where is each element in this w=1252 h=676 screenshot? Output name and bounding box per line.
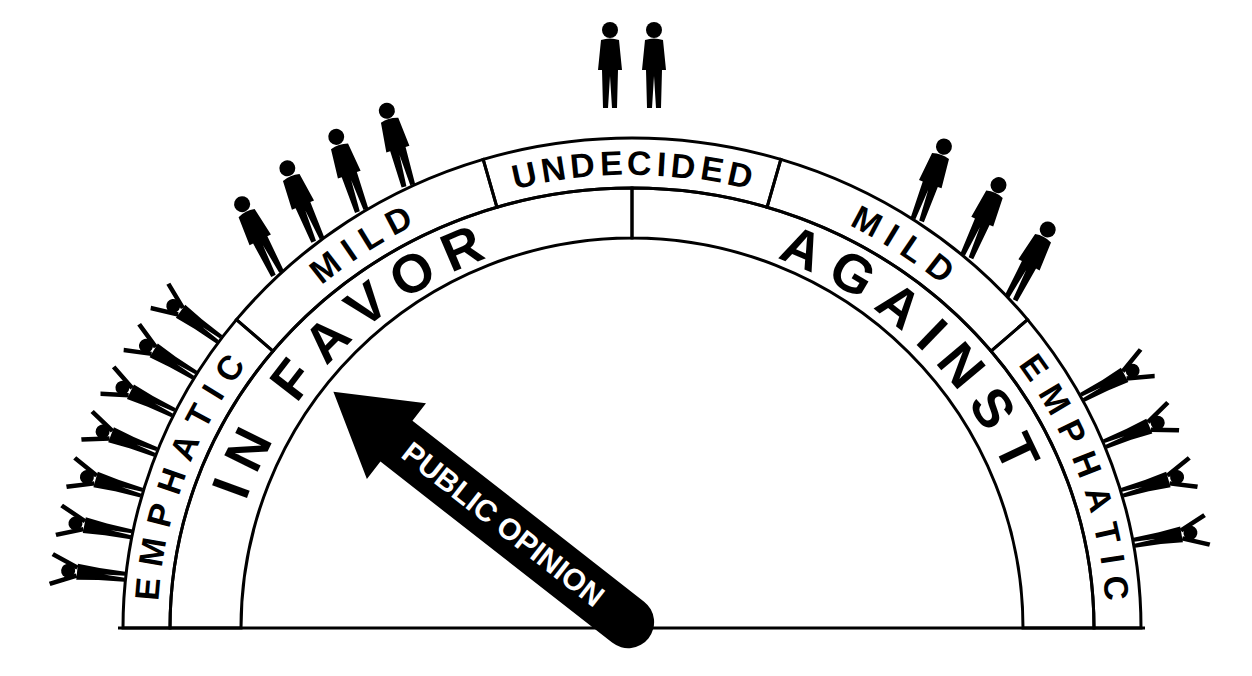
letter: V	[335, 271, 397, 336]
letter: N	[538, 150, 568, 187]
letter: C	[208, 348, 250, 388]
letter: T	[1089, 519, 1127, 547]
arrow-label: PUBLIC OPINION	[396, 437, 609, 613]
letter: A	[1079, 482, 1119, 515]
letter: I	[203, 472, 259, 505]
letter: O	[380, 239, 444, 307]
letter: P	[1052, 414, 1092, 449]
cheering-person	[65, 456, 146, 509]
cheering-person	[80, 409, 162, 468]
letter: T	[986, 426, 1049, 479]
letter: U	[508, 155, 539, 193]
letter: N	[928, 333, 994, 398]
standing-person	[273, 156, 329, 245]
cheering-person	[99, 365, 181, 428]
letter: M	[304, 245, 347, 289]
cheering-person	[48, 552, 126, 594]
letter: P	[141, 500, 180, 531]
letter: M	[133, 535, 171, 569]
letter: D	[920, 247, 960, 289]
standing-person	[642, 22, 666, 108]
letter: E	[698, 151, 726, 188]
standing-person	[228, 192, 288, 280]
letter: H	[1067, 447, 1108, 482]
standing-person	[373, 100, 420, 189]
base-line	[118, 627, 1145, 630]
cheering-person	[1131, 513, 1211, 560]
letter: D	[380, 199, 418, 241]
letter: F	[260, 349, 323, 408]
cheering-person	[1118, 456, 1199, 509]
letter: A	[164, 429, 205, 465]
standing-person	[322, 125, 373, 214]
letter: M	[1033, 378, 1077, 420]
band-segment	[632, 188, 1094, 628]
cheering-person	[55, 503, 135, 551]
band-segment	[767, 159, 1027, 351]
band-segment	[123, 320, 273, 628]
standing-person	[1001, 217, 1063, 304]
letter: C	[1098, 574, 1134, 602]
band-segment	[236, 159, 496, 351]
letter: C	[627, 146, 652, 180]
cheering-person	[1098, 400, 1180, 460]
cheering-person	[122, 322, 204, 390]
cheering-person	[149, 282, 230, 354]
letter: D	[725, 155, 756, 193]
letter: E	[599, 146, 623, 181]
letter: N	[215, 419, 281, 478]
letter: R	[433, 215, 490, 280]
letter: H	[151, 464, 191, 498]
letter: L	[352, 216, 387, 256]
letter: D	[670, 147, 698, 183]
letter: G	[821, 239, 885, 307]
band-segment	[170, 188, 632, 628]
band-label: AGAINST	[118, 133, 1148, 633]
favor-band: IN FAVOR	[118, 133, 1148, 633]
standing-person	[906, 135, 958, 224]
band-segment	[483, 138, 781, 207]
letter: I	[1095, 552, 1130, 567]
standing-person	[956, 173, 1013, 261]
opinion-arrow: PUBLIC OPINION	[303, 354, 677, 676]
letter: I	[196, 379, 230, 405]
letter: L	[895, 229, 931, 269]
band-label: IN FAVOR	[118, 133, 1148, 633]
standing-person	[598, 22, 622, 108]
letter: A	[293, 306, 359, 372]
band-segment	[991, 320, 1141, 628]
letter: T	[180, 399, 220, 433]
letter: A	[868, 272, 932, 339]
letter: E	[1014, 348, 1055, 386]
against-band: AGAINST	[118, 133, 1148, 633]
letter: M	[847, 199, 888, 242]
letter: I	[656, 147, 667, 181]
letter: S	[961, 378, 1026, 437]
letter: D	[568, 147, 596, 183]
cheering-person	[1074, 347, 1156, 412]
arrow-body	[303, 354, 677, 676]
letter: A	[774, 215, 831, 280]
letter: E	[130, 576, 166, 602]
